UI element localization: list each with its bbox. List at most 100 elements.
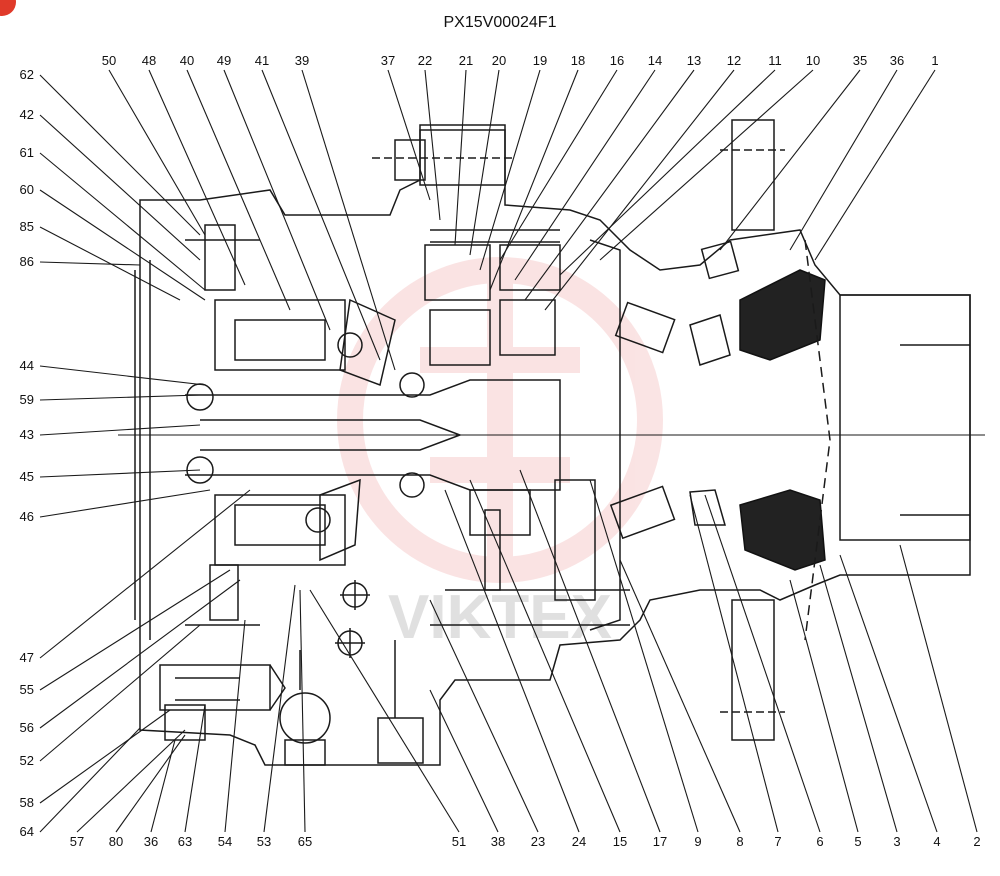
callout-left-47-leader: [39, 489, 251, 659]
callout-bottom-24: 24: [572, 834, 586, 849]
callout-top-41-leader: [261, 69, 381, 361]
callout-bottom-15: 15: [613, 834, 627, 849]
callout-left-42-leader: [39, 114, 201, 261]
callout-bottom-54-leader: [224, 619, 246, 833]
callout-bottom-15-leader: [469, 479, 621, 833]
callout-left-46-leader: [39, 489, 211, 518]
callout-bottom-7-leader: [689, 494, 779, 833]
callout-left-64: 64: [20, 824, 34, 839]
output-shaft: [185, 379, 561, 491]
swash-plate-lower: [319, 478, 361, 562]
callout-left-62-leader: [39, 74, 201, 236]
callout-top-20: 20: [492, 53, 506, 68]
callout-top-13-leader: [524, 69, 695, 301]
callout-left-52: 52: [20, 753, 34, 768]
callout-left-86-leader: [39, 261, 141, 266]
roller-bottom: [609, 485, 676, 540]
callout-bottom-57: 57: [70, 834, 84, 849]
callout-left-43-leader: [39, 424, 201, 436]
callout-bottom-65: 65: [298, 834, 312, 849]
callout-bottom-4-leader: [839, 554, 938, 833]
callout-bottom-17-leader: [519, 469, 661, 833]
float-seal-top: [739, 269, 826, 361]
top-nipple: [700, 240, 740, 280]
seal-top: [689, 314, 731, 366]
callout-top-21-leader: [454, 69, 467, 246]
callout-bottom-6-leader: [704, 494, 821, 833]
callout-left-47: 47: [20, 650, 34, 665]
relief-valve: [159, 664, 271, 711]
callout-bottom-23: 23: [531, 834, 545, 849]
callout-bottom-6: 6: [816, 834, 823, 849]
callout-top-41: 41: [255, 53, 269, 68]
callout-top-19-leader: [479, 69, 541, 271]
left-cover: [134, 260, 151, 640]
planet-gear-upper-2: [499, 244, 561, 291]
diagram-title: PX15V00024F1: [443, 14, 557, 31]
callout-top-39-leader: [301, 69, 396, 371]
callout-bottom-2-leader: [899, 544, 978, 833]
callout-top-35: 35: [853, 53, 867, 68]
callout-left-85: 85: [20, 219, 34, 234]
callout-bottom-5-leader: [789, 579, 859, 833]
callout-top-50-leader: [108, 69, 206, 236]
callout-top-48-leader: [148, 69, 246, 286]
callout-left-56-leader: [39, 579, 241, 729]
callout-bottom-9: 9: [694, 834, 701, 849]
callout-top-20-leader: [469, 69, 500, 256]
corner-mark: [0, 0, 16, 16]
callout-left-44-leader: [39, 365, 206, 386]
roller-top: [614, 301, 676, 354]
callout-left-64-leader: [39, 727, 141, 833]
callout-top-49: 49: [217, 53, 231, 68]
callout-top-37: 37: [381, 53, 395, 68]
callout-bottom-9-leader: [589, 479, 699, 833]
plug-left: [164, 704, 206, 741]
callout-left-58-leader: [39, 709, 171, 804]
callout-top-11: 11: [768, 53, 782, 68]
callout-left-52-leader: [39, 624, 201, 762]
bearing-45: [186, 456, 214, 484]
callout-bottom-54: 54: [218, 834, 232, 849]
callout-bottom-4: 4: [933, 834, 940, 849]
callout-top-11-leader: [559, 69, 776, 276]
mount-ear-top: [731, 119, 775, 231]
callout-bottom-8: 8: [736, 834, 743, 849]
callout-top-10-leader: [599, 69, 814, 261]
callout-bottom-63-leader: [184, 704, 206, 833]
callout-bottom-3: 3: [893, 834, 900, 849]
callout-left-61: 61: [20, 145, 34, 160]
callout-bottom-23-leader: [429, 599, 539, 833]
callout-top-10: 10: [806, 53, 820, 68]
callout-left-60-leader: [39, 189, 206, 301]
callout-bottom-38: 38: [491, 834, 505, 849]
callout-top-49-leader: [223, 69, 331, 331]
callout-top-36: 36: [890, 53, 904, 68]
callout-top-40-leader: [186, 69, 291, 311]
motor-assembly: [118, 119, 985, 766]
callout-left-61-leader: [39, 152, 206, 291]
housing-outline: [139, 129, 971, 766]
callout-left-45-leader: [39, 469, 201, 478]
callout-top-22: 22: [418, 53, 432, 68]
callout-left-55: 55: [20, 682, 34, 697]
mount-ear-bottom: [731, 599, 775, 741]
plug-38: [377, 717, 424, 764]
callout-top-16-leader: [499, 69, 618, 261]
swash-plate-upper: [339, 298, 396, 387]
callout-top-50: 50: [102, 53, 116, 68]
callout-top-1-leader: [814, 69, 936, 261]
callout-top-48: 48: [142, 53, 156, 68]
callout-bottom-24-leader: [444, 489, 580, 833]
callout-left-86: 86: [20, 254, 34, 269]
callout-top-12-leader: [544, 69, 735, 311]
callout-left-42: 42: [20, 107, 34, 122]
callout-bottom-65-leader: [299, 589, 306, 833]
callout-left-60: 60: [20, 182, 34, 197]
callout-top-1: 1: [931, 53, 938, 68]
callout-top-13: 13: [687, 53, 701, 68]
callout-top-35-leader: [719, 69, 861, 251]
callout-bottom-36-leader: [150, 739, 176, 833]
